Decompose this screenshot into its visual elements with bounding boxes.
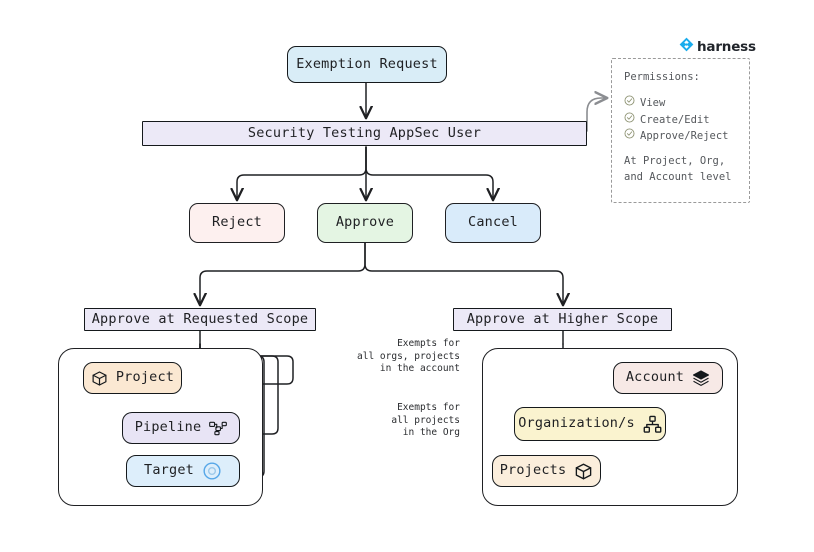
node-label: Approve at Requested Scope — [91, 310, 309, 327]
node-label: Approve at Higher Scope — [466, 310, 659, 327]
layers-icon — [692, 369, 710, 387]
target-ring-icon — [202, 461, 222, 481]
org-chart-icon — [643, 415, 662, 434]
check-circle-icon — [624, 95, 635, 111]
edge-label-to-account: Exempts for all orgs, projects in the ac… — [357, 338, 460, 375]
node-pipeline[interactable]: Pipeline — [122, 412, 240, 444]
node-label: Account — [625, 369, 685, 386]
permissions-title: Permissions: — [624, 71, 700, 83]
permissions-list: View Create/Edit Approve/Reject — [624, 95, 739, 144]
node-graph-icon — [209, 421, 228, 436]
node-projects[interactable]: Projects — [492, 455, 601, 487]
node-label: Security Testing AppSec User — [247, 124, 482, 141]
node-project[interactable]: Project — [83, 362, 182, 394]
node-label: Reject — [212, 214, 262, 231]
node-approve-requested-scope[interactable]: Approve at Requested Scope — [84, 308, 316, 331]
node-account[interactable]: Account — [613, 362, 723, 394]
node-cancel[interactable]: Cancel — [445, 203, 541, 243]
harness-diamond-logo-icon — [679, 37, 694, 56]
node-approve-higher-scope[interactable]: Approve at Higher Scope — [453, 308, 672, 331]
permission-label: View — [640, 97, 666, 110]
node-target[interactable]: Target — [126, 455, 240, 487]
permission-item: Approve/Reject — [624, 128, 739, 144]
harness-wordmark: harness — [697, 38, 756, 55]
node-label: Cancel — [468, 214, 518, 231]
permissions-panel: Permissions: View Create/Edit — [611, 58, 750, 203]
node-appsec-user[interactable]: Security Testing AppSec User — [142, 121, 587, 146]
node-organizations[interactable]: Organization/s — [514, 407, 666, 441]
edge-label-to-org: Exempts for all projects in the Org — [391, 402, 460, 439]
permission-label: Create/Edit — [640, 113, 710, 126]
permissions-scope-line-2: and Account level — [624, 171, 732, 184]
node-label: Organization/s — [518, 415, 635, 432]
node-label: Approve — [335, 214, 395, 231]
node-label: Project — [115, 369, 175, 386]
node-reject[interactable]: Reject — [189, 203, 285, 243]
check-circle-icon — [624, 128, 635, 144]
node-exemption-request[interactable]: Exemption Request — [287, 46, 447, 83]
permission-item: Create/Edit — [624, 112, 739, 128]
node-label: Target — [144, 462, 194, 479]
check-circle-icon — [624, 112, 635, 128]
cube-icon — [574, 462, 593, 481]
permissions-scope-line-1: At Project, Org, — [624, 155, 726, 168]
node-label: Exemption Request — [296, 55, 438, 72]
node-label: Projects — [499, 462, 567, 479]
cube-icon — [91, 370, 108, 387]
node-approve[interactable]: Approve — [317, 203, 413, 243]
permission-label: Approve/Reject — [640, 129, 729, 142]
node-label: Pipeline — [134, 419, 202, 436]
permission-item: View — [624, 95, 739, 111]
harness-logo: harness — [679, 37, 756, 56]
